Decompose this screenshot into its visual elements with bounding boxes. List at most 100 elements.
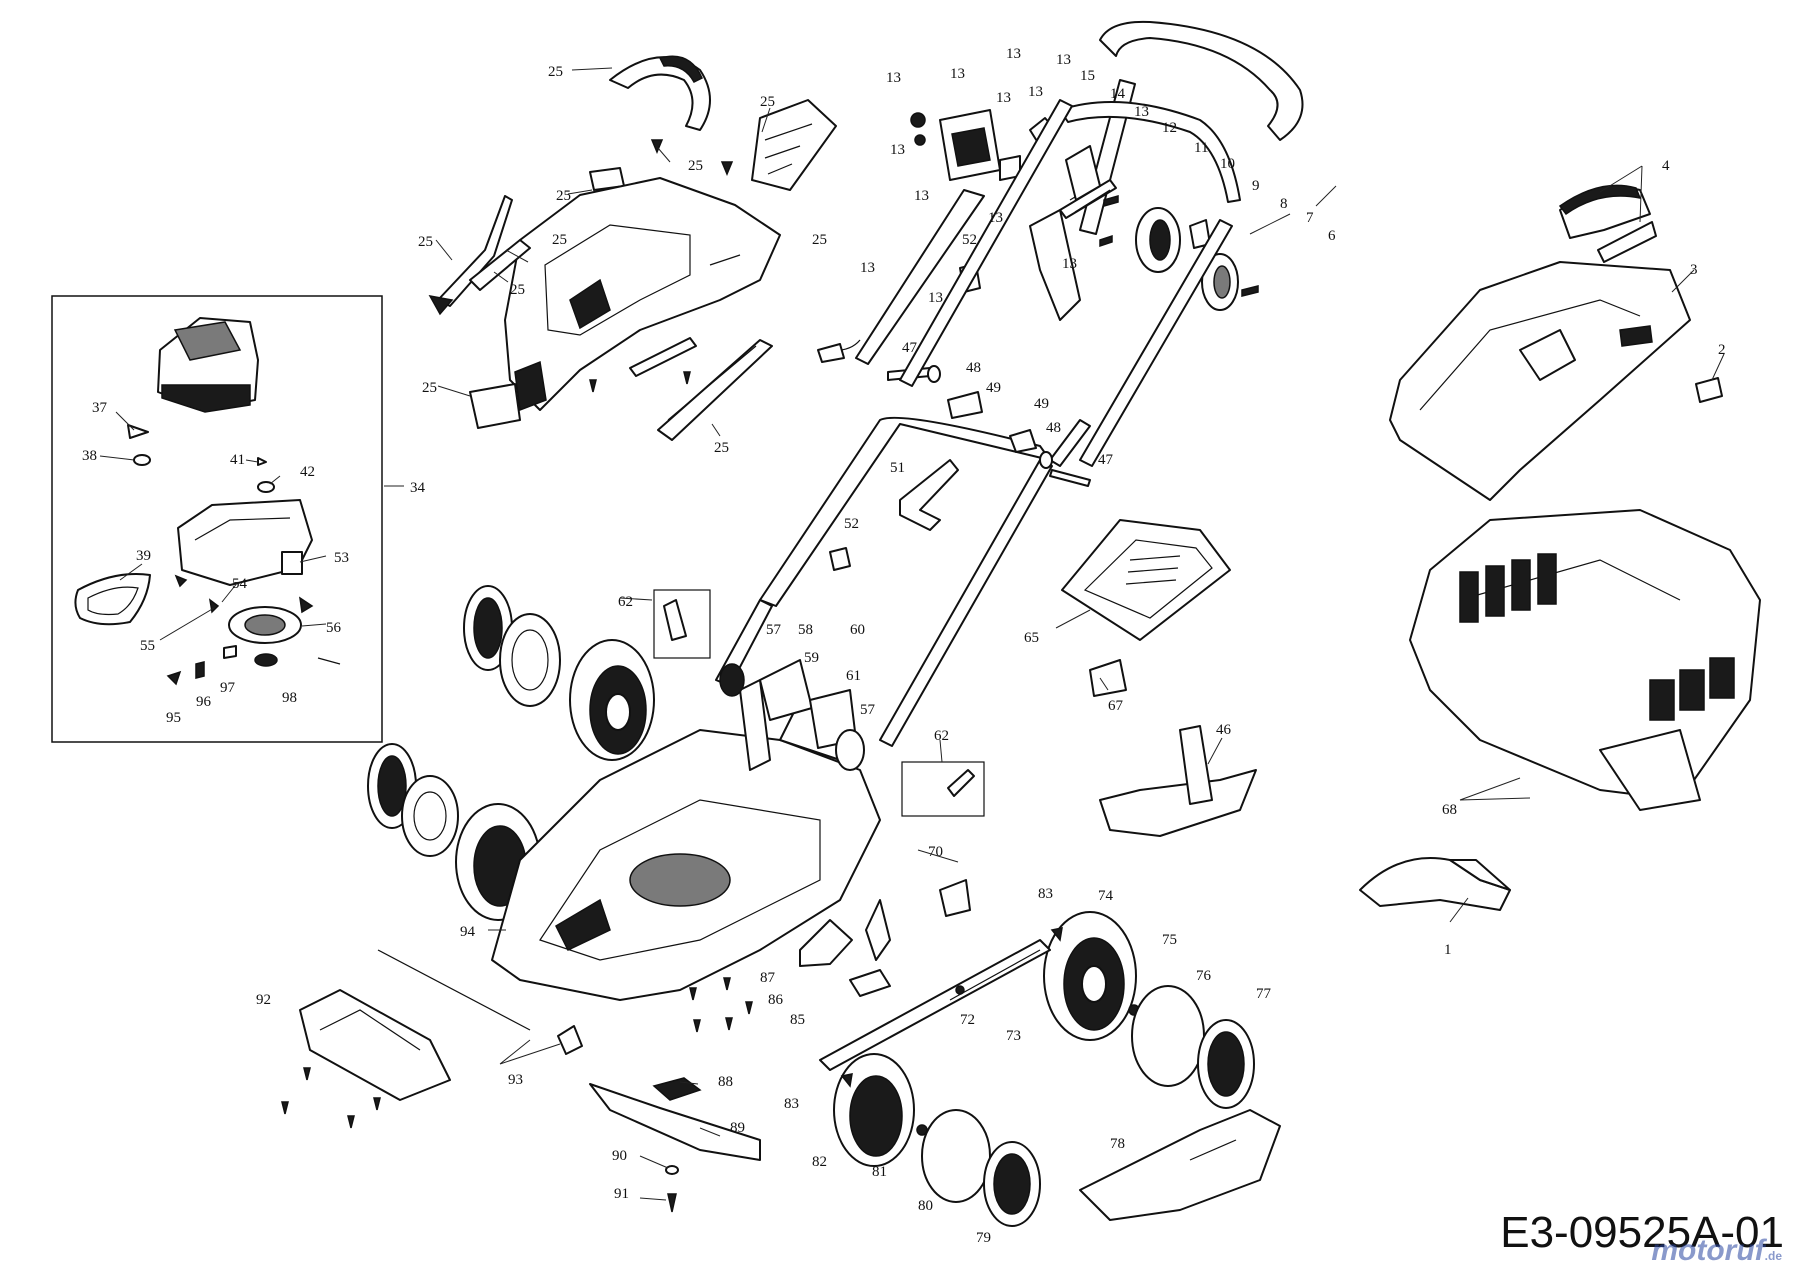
- label-13: 13: [1006, 46, 1021, 62]
- label-52: 52: [962, 232, 977, 248]
- label-49: 49: [986, 380, 1001, 396]
- label-13: 13: [928, 290, 943, 306]
- label-13: 13: [860, 260, 875, 276]
- label-13: 13: [996, 90, 1011, 106]
- label-95: 95: [166, 710, 181, 726]
- label-98: 98: [282, 690, 297, 706]
- label-47: 47: [1098, 452, 1114, 468]
- label-9: 9: [1252, 178, 1260, 194]
- label-42: 42: [300, 464, 315, 480]
- label-25: 25: [510, 282, 525, 298]
- label-82: 82: [812, 1154, 827, 1170]
- label-73: 73: [1006, 1028, 1021, 1044]
- watermark-suffix: .de: [1764, 1249, 1782, 1263]
- label-93: 93: [508, 1072, 523, 1088]
- watermark-brand: motoruf: [1651, 1234, 1765, 1267]
- label-6: 6: [1328, 228, 1336, 244]
- label-89: 89: [730, 1120, 745, 1136]
- label-85: 85: [790, 1012, 805, 1028]
- label-57: 57: [860, 702, 876, 718]
- label-13: 13: [890, 142, 905, 158]
- label-83: 83: [1038, 886, 1053, 902]
- label-37: 37: [92, 400, 108, 416]
- label-10: 10: [1220, 156, 1235, 172]
- label-92: 92: [256, 992, 271, 1008]
- label-4: 4: [1662, 158, 1670, 174]
- label-13: 13: [1028, 84, 1043, 100]
- label-62: 62: [934, 728, 949, 744]
- part-number-labels: 25 25 25 25 25 25 25 25 25 25 13 13 13 1…: [82, 46, 1726, 1246]
- label-13: 13: [988, 210, 1003, 226]
- label-67: 67: [1108, 698, 1124, 714]
- label-94: 94: [460, 924, 476, 940]
- label-78: 78: [1110, 1136, 1125, 1152]
- label-38: 38: [82, 448, 97, 464]
- label-47: 47: [902, 340, 918, 356]
- label-46: 46: [1216, 722, 1232, 738]
- label-13: 13: [1134, 104, 1149, 120]
- label-57: 57: [766, 622, 782, 638]
- label-97: 97: [220, 680, 236, 696]
- label-1: 1: [1444, 942, 1452, 958]
- label-61: 61: [846, 668, 861, 684]
- label-83: 83: [784, 1096, 799, 1112]
- label-13: 13: [950, 66, 965, 82]
- label-25: 25: [760, 94, 775, 110]
- label-76: 76: [1196, 968, 1212, 984]
- label-59: 59: [804, 650, 819, 666]
- label-25: 25: [418, 234, 433, 250]
- label-52: 52: [844, 516, 859, 532]
- label-11: 11: [1194, 140, 1208, 156]
- label-25: 25: [714, 440, 729, 456]
- label-48: 48: [966, 360, 981, 376]
- label-12: 12: [1162, 120, 1177, 136]
- handle-assembly-group: [715, 20, 1304, 747]
- deflector-group: [1061, 519, 1257, 837]
- grass-box-group: [1359, 184, 1761, 911]
- label-48: 48: [1046, 420, 1061, 436]
- label-13: 13: [1056, 52, 1071, 68]
- label-39: 39: [136, 548, 151, 564]
- label-2: 2: [1718, 342, 1726, 358]
- label-86: 86: [768, 992, 784, 1008]
- label-70: 70: [928, 844, 943, 860]
- label-90: 90: [612, 1148, 627, 1164]
- label-60: 60: [850, 622, 865, 638]
- motor-assembly-group: [51, 295, 383, 743]
- label-14: 14: [1110, 86, 1126, 102]
- label-53: 53: [334, 550, 349, 566]
- label-55: 55: [140, 638, 155, 654]
- leader-lines: [99, 67, 1725, 1201]
- label-74: 74: [1098, 888, 1114, 904]
- bottom-parts-group: [281, 949, 1281, 1221]
- label-81: 81: [872, 1164, 887, 1180]
- label-56: 56: [326, 620, 342, 636]
- label-79: 79: [976, 1230, 991, 1246]
- label-72: 72: [960, 1012, 975, 1028]
- label-54: 54: [232, 576, 248, 592]
- label-80: 80: [918, 1198, 933, 1214]
- drawing-code: E3-09525A-01: [1500, 1208, 1784, 1257]
- label-25: 25: [552, 232, 567, 248]
- label-77: 77: [1256, 986, 1272, 1002]
- label-25: 25: [812, 232, 827, 248]
- label-91: 91: [614, 1186, 629, 1202]
- label-96: 96: [196, 694, 212, 710]
- label-25: 25: [556, 188, 571, 204]
- label-58: 58: [798, 622, 813, 638]
- label-41: 41: [230, 452, 245, 468]
- label-34: 34: [410, 480, 426, 496]
- label-13: 13: [914, 188, 929, 204]
- label-13: 13: [886, 70, 901, 86]
- label-49: 49: [1034, 396, 1049, 412]
- label-7: 7: [1306, 210, 1314, 226]
- top-cover-group: [428, 55, 837, 441]
- label-8: 8: [1280, 196, 1288, 212]
- label-88: 88: [718, 1074, 733, 1090]
- deck-group: [491, 589, 1063, 1088]
- label-25: 25: [688, 158, 703, 174]
- label-68: 68: [1442, 802, 1457, 818]
- watermark-logo: motoruf.de: [1651, 1234, 1782, 1268]
- wheels-group: [367, 585, 1255, 1227]
